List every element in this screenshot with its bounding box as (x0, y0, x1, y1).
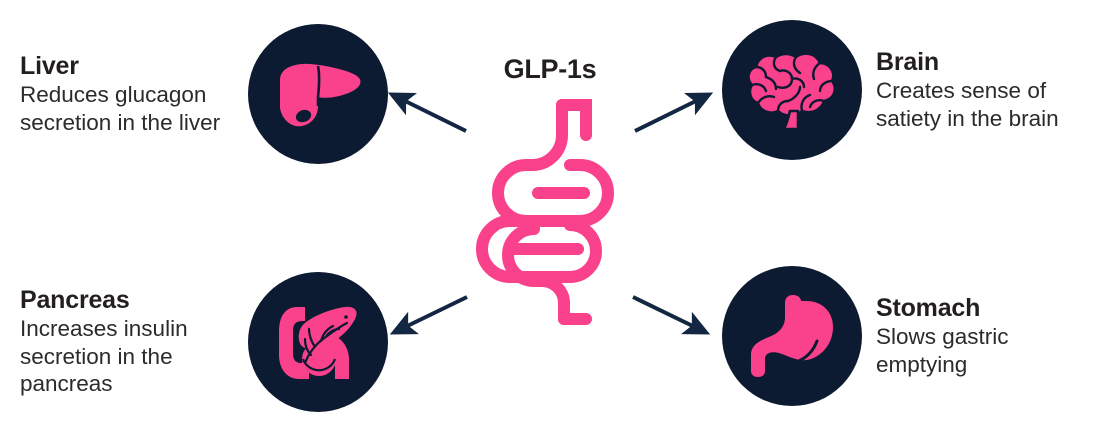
node-liver-description: Reduces glucagon secretion in the liver (20, 82, 221, 135)
node-stomach: Stomach Slows gastric emptying (722, 266, 1090, 406)
intestine-icon (476, 99, 614, 325)
node-pancreas: Pancreas Increases insulin secretion in … (20, 272, 388, 412)
node-stomach-label: Stomach Slows gastric emptying (862, 294, 1090, 378)
pancreas-icon (279, 306, 357, 379)
liver-icon (280, 63, 361, 127)
node-brain-title: Brain (876, 48, 939, 77)
node-liver-title: Liver (20, 52, 79, 81)
node-liver-circle (248, 24, 388, 164)
node-brain-description: Creates sense of satiety in the brain (876, 78, 1059, 131)
stomach-icon (751, 295, 833, 377)
node-pancreas-description: Increases insulin secretion in the pancr… (20, 316, 188, 397)
node-brain-circle (722, 20, 862, 160)
node-liver-label: Liver Reduces glucagon secretion in the … (20, 52, 248, 136)
center-group: GLP-1s (448, 56, 652, 327)
brain-icon (747, 52, 837, 131)
node-pancreas-label: Pancreas Increases insulin secretion in … (20, 286, 248, 397)
node-brain: Brain Creates sense of satiety in the br… (722, 20, 1090, 160)
node-stomach-circle (722, 266, 862, 406)
center-title: GLP-1s (503, 54, 597, 84)
node-brain-label: Brain Creates sense of satiety in the br… (862, 48, 1090, 132)
node-liver: Liver Reduces glucagon secretion in the … (20, 24, 388, 164)
node-stomach-title: Stomach (876, 294, 981, 323)
node-pancreas-title: Pancreas (20, 286, 130, 315)
node-stomach-description: Slows gastric emptying (876, 324, 1009, 377)
node-pancreas-circle (248, 272, 388, 412)
